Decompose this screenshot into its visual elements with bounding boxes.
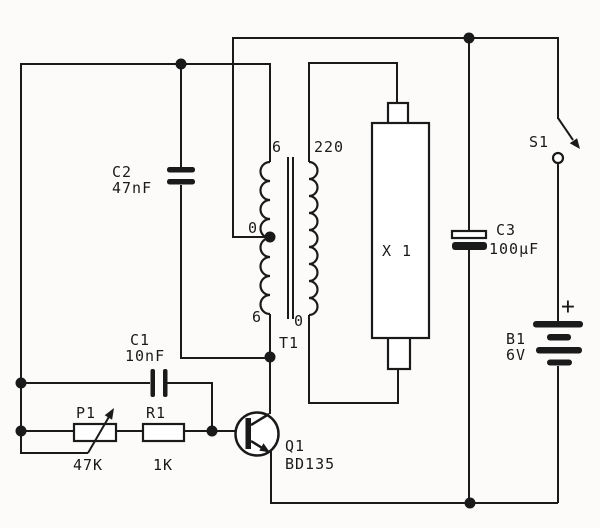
p1-value-label: 47K (73, 456, 103, 474)
wire (557, 117, 574, 141)
c1-plate (150, 369, 155, 397)
p1-ref-label: P1 (76, 404, 96, 422)
junction-dot (264, 351, 276, 363)
x1-tube-body (370, 121, 431, 340)
c1-value-label: 10nF (125, 347, 165, 365)
b1-polarity-label: + (561, 294, 575, 320)
transistor-q1 (234, 411, 280, 457)
labels: C2 47nF C1 10nF P1 47K R1 1K Q1 BD135 T1… (73, 133, 575, 474)
c2-ref-label: C2 (112, 163, 132, 181)
x1-top-cap (386, 101, 410, 127)
junction-dot (15, 425, 27, 437)
r1-ref-label: R1 (146, 404, 166, 422)
wire (308, 315, 399, 404)
capacitor-c2 (167, 167, 195, 185)
s1-ref-label: S1 (529, 133, 549, 151)
resistor-r1 (141, 422, 186, 443)
lamp-x1 (370, 101, 431, 371)
s1-terminal (551, 151, 565, 165)
r1-value-label: 1K (153, 456, 173, 474)
c1-plate (163, 369, 168, 397)
q1-collector-line (250, 412, 270, 427)
capacitor-c1 (150, 369, 168, 397)
wire (167, 382, 213, 431)
c2-value-label: 47nF (112, 179, 152, 197)
capacitor-c3 (450, 229, 488, 250)
q1-ref-label: Q1 (285, 437, 305, 455)
battery-b1 (533, 321, 583, 366)
potentiometer-p1 (72, 408, 118, 454)
wire (180, 185, 270, 359)
wire (20, 63, 271, 453)
junction-dots (15, 32, 476, 509)
r1-body (141, 422, 186, 443)
t1-tap-primary-top-label: 6 (272, 138, 282, 156)
x1-bottom-cap (386, 335, 412, 371)
b1-plate-short (547, 359, 572, 366)
junction-dot (206, 425, 218, 437)
junction-dot (175, 58, 187, 70)
t1-tap-secondary-bottom-label: 0 (294, 312, 304, 330)
p1-wiper-line (87, 414, 111, 454)
wires (20, 37, 574, 504)
c3-plate-negative (452, 242, 487, 250)
b1-ref-label: B1 (506, 330, 526, 348)
wire (20, 431, 88, 454)
wire (308, 62, 398, 162)
c2-plate (167, 179, 195, 185)
c2-plate (167, 167, 195, 173)
x1-ref-label: X 1 (382, 242, 412, 260)
switch-s1 (551, 138, 580, 165)
t1-ref-label: T1 (279, 334, 299, 352)
b1-plate-short (547, 334, 571, 341)
b1-plate-long (536, 347, 582, 354)
junction-dot (463, 32, 475, 44)
t1-tap-secondary-top-label: 220 (314, 138, 344, 156)
secondary-winding (308, 160, 319, 317)
c1-ref-label: C1 (130, 331, 150, 349)
s1-arrow-icon (569, 138, 580, 149)
junction-dot (264, 231, 276, 243)
p1-wiper-arrow-icon (104, 408, 114, 420)
junction-dot (15, 377, 27, 389)
b1-plate-long (533, 321, 583, 328)
c3-value-label: 100µF (489, 240, 539, 258)
t1-tap-primary-center-label: 0 (248, 219, 258, 237)
q1-value-label: BD135 (285, 455, 335, 473)
c3-plate-positive (450, 229, 488, 240)
c3-ref-label: C3 (496, 221, 516, 239)
b1-value-label: 6V (506, 346, 526, 364)
q1-emitter-arrow-icon (259, 443, 270, 453)
q1-circle (234, 411, 280, 457)
p1-body (72, 422, 118, 443)
q1-base-bar (245, 418, 251, 449)
t1-tap-primary-bottom-label: 6 (252, 308, 262, 326)
junction-dot (464, 497, 476, 509)
wire (232, 37, 559, 238)
